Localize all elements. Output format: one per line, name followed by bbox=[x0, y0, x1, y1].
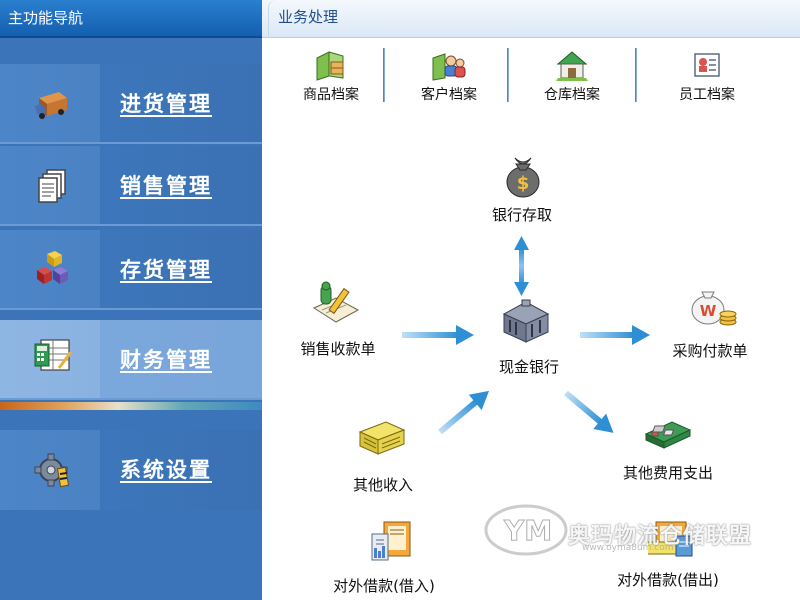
flow-loan-out-button[interactable]: 对外借款(借出) bbox=[604, 512, 732, 596]
sidebar-item-purchase[interactable]: 进货管理 bbox=[0, 64, 262, 144]
archive-customer-button[interactable]: 客户档案 bbox=[394, 44, 504, 106]
sidebar-item-label: 进货管理 bbox=[120, 91, 212, 116]
money-bag-icon: $ bbox=[506, 157, 540, 198]
sidebar-item-label: 存货管理 bbox=[120, 257, 212, 282]
archive-label: 客户档案 bbox=[421, 87, 477, 103]
arrow-bank-cash bbox=[514, 236, 529, 296]
flow-node-label: 现金银行 bbox=[498, 358, 559, 376]
circuit-board-icon bbox=[644, 421, 692, 449]
flow-node-label: 对外借款(借入) bbox=[333, 577, 435, 595]
sidebar-item-label: 系统设置 bbox=[120, 457, 212, 482]
sidebar-item-inventory[interactable]: 存货管理 bbox=[0, 230, 262, 310]
sidebar-item-label: 销售管理 bbox=[120, 173, 212, 198]
archive-label: 商品档案 bbox=[303, 87, 359, 103]
main-header-tab bbox=[268, 0, 800, 38]
gear-pencil-icon bbox=[34, 453, 70, 488]
sidebar-item-sales[interactable]: 销售管理 bbox=[0, 146, 262, 226]
main-panel: 业务处理 商品档案 客户档案 仓库档案 bbox=[262, 0, 800, 600]
receipt-pencil-icon bbox=[312, 281, 360, 323]
archive-label: 仓库档案 bbox=[544, 87, 600, 103]
folder-money-icon bbox=[648, 521, 693, 557]
flow-loan-in-button[interactable]: 对外借款(借入) bbox=[322, 516, 446, 600]
arrow-sales-to-cash bbox=[402, 325, 474, 345]
svg-text:$: $ bbox=[517, 173, 530, 194]
flow-purchase-payment-button[interactable]: W 采购付款单 bbox=[660, 282, 760, 362]
customer-group-icon bbox=[432, 53, 466, 81]
svg-text:W: W bbox=[700, 302, 717, 320]
delivery-truck-icon bbox=[35, 92, 67, 119]
archive-separator bbox=[383, 48, 385, 102]
flow-node-label: 其他费用支出 bbox=[622, 464, 713, 482]
archive-product-button[interactable]: 商品档案 bbox=[276, 44, 386, 106]
watermark-text: 奥玛物流仓储联盟 bbox=[568, 524, 753, 549]
archive-warehouse-button[interactable]: 仓库档案 bbox=[517, 44, 627, 106]
flow-other-expense-button[interactable]: 其他费用支出 bbox=[606, 412, 730, 492]
flow-bank-deposit-button[interactable]: $ 银行存取 bbox=[482, 150, 562, 230]
archive-label: 员工档案 bbox=[679, 87, 735, 103]
sidebar-item-label: 财务管理 bbox=[120, 347, 212, 372]
main-header: 业务处理 bbox=[262, 0, 800, 38]
svg-text:YM: YM bbox=[503, 514, 552, 547]
product-folder-icon bbox=[316, 51, 344, 81]
sidebar-title: 主功能导航 bbox=[0, 0, 262, 38]
arrow-income-to-cash bbox=[438, 390, 490, 435]
arrow-cash-to-expense bbox=[564, 390, 614, 433]
bank-building-icon bbox=[502, 299, 550, 343]
watermark-url: www.oyma8um.com bbox=[582, 543, 674, 553]
flow-node-label: 银行存取 bbox=[491, 206, 552, 224]
employee-card-icon bbox=[694, 53, 720, 77]
flow-sales-receipt-button[interactable]: 销售收款单 bbox=[288, 280, 388, 360]
calculator-ledger-icon bbox=[34, 339, 73, 371]
warehouse-icon bbox=[556, 51, 588, 81]
watermark-logo: YM bbox=[484, 504, 568, 556]
page-title: 业务处理 bbox=[278, 8, 339, 26]
flow-arrows bbox=[402, 236, 650, 435]
documents-icon bbox=[38, 169, 66, 203]
arrow-cash-to-purchase bbox=[580, 325, 650, 345]
sidebar-item-finance[interactable]: 财务管理 bbox=[0, 320, 262, 400]
archive-separator bbox=[507, 48, 509, 102]
flow-cash-bank-button[interactable]: 现金银行 bbox=[484, 298, 574, 378]
money-stack-icon bbox=[358, 421, 406, 455]
sidebar-item-settings[interactable]: 系统设置 bbox=[0, 430, 262, 510]
folder-document-icon bbox=[371, 521, 411, 561]
flow-node-label: 对外借款(借出) bbox=[617, 571, 719, 589]
archive-employee-button[interactable]: 员工档案 bbox=[652, 44, 762, 106]
archive-separator bbox=[635, 48, 637, 102]
won-bag-coins-icon: W bbox=[691, 291, 737, 326]
stacked-blocks-icon bbox=[37, 251, 68, 284]
sidebar-divider bbox=[0, 402, 262, 410]
sidebar: 主功能导航 进货管理 销售管理 bbox=[0, 0, 262, 600]
flow-node-label: 销售收款单 bbox=[300, 340, 376, 358]
flow-node-label: 采购付款单 bbox=[672, 342, 748, 360]
watermark: YM 奥玛物流仓储联盟 www.oyma8um.com bbox=[482, 500, 800, 560]
flow-node-label: 其他收入 bbox=[352, 476, 413, 494]
flow-other-income-button[interactable]: 其他收入 bbox=[338, 410, 428, 494]
